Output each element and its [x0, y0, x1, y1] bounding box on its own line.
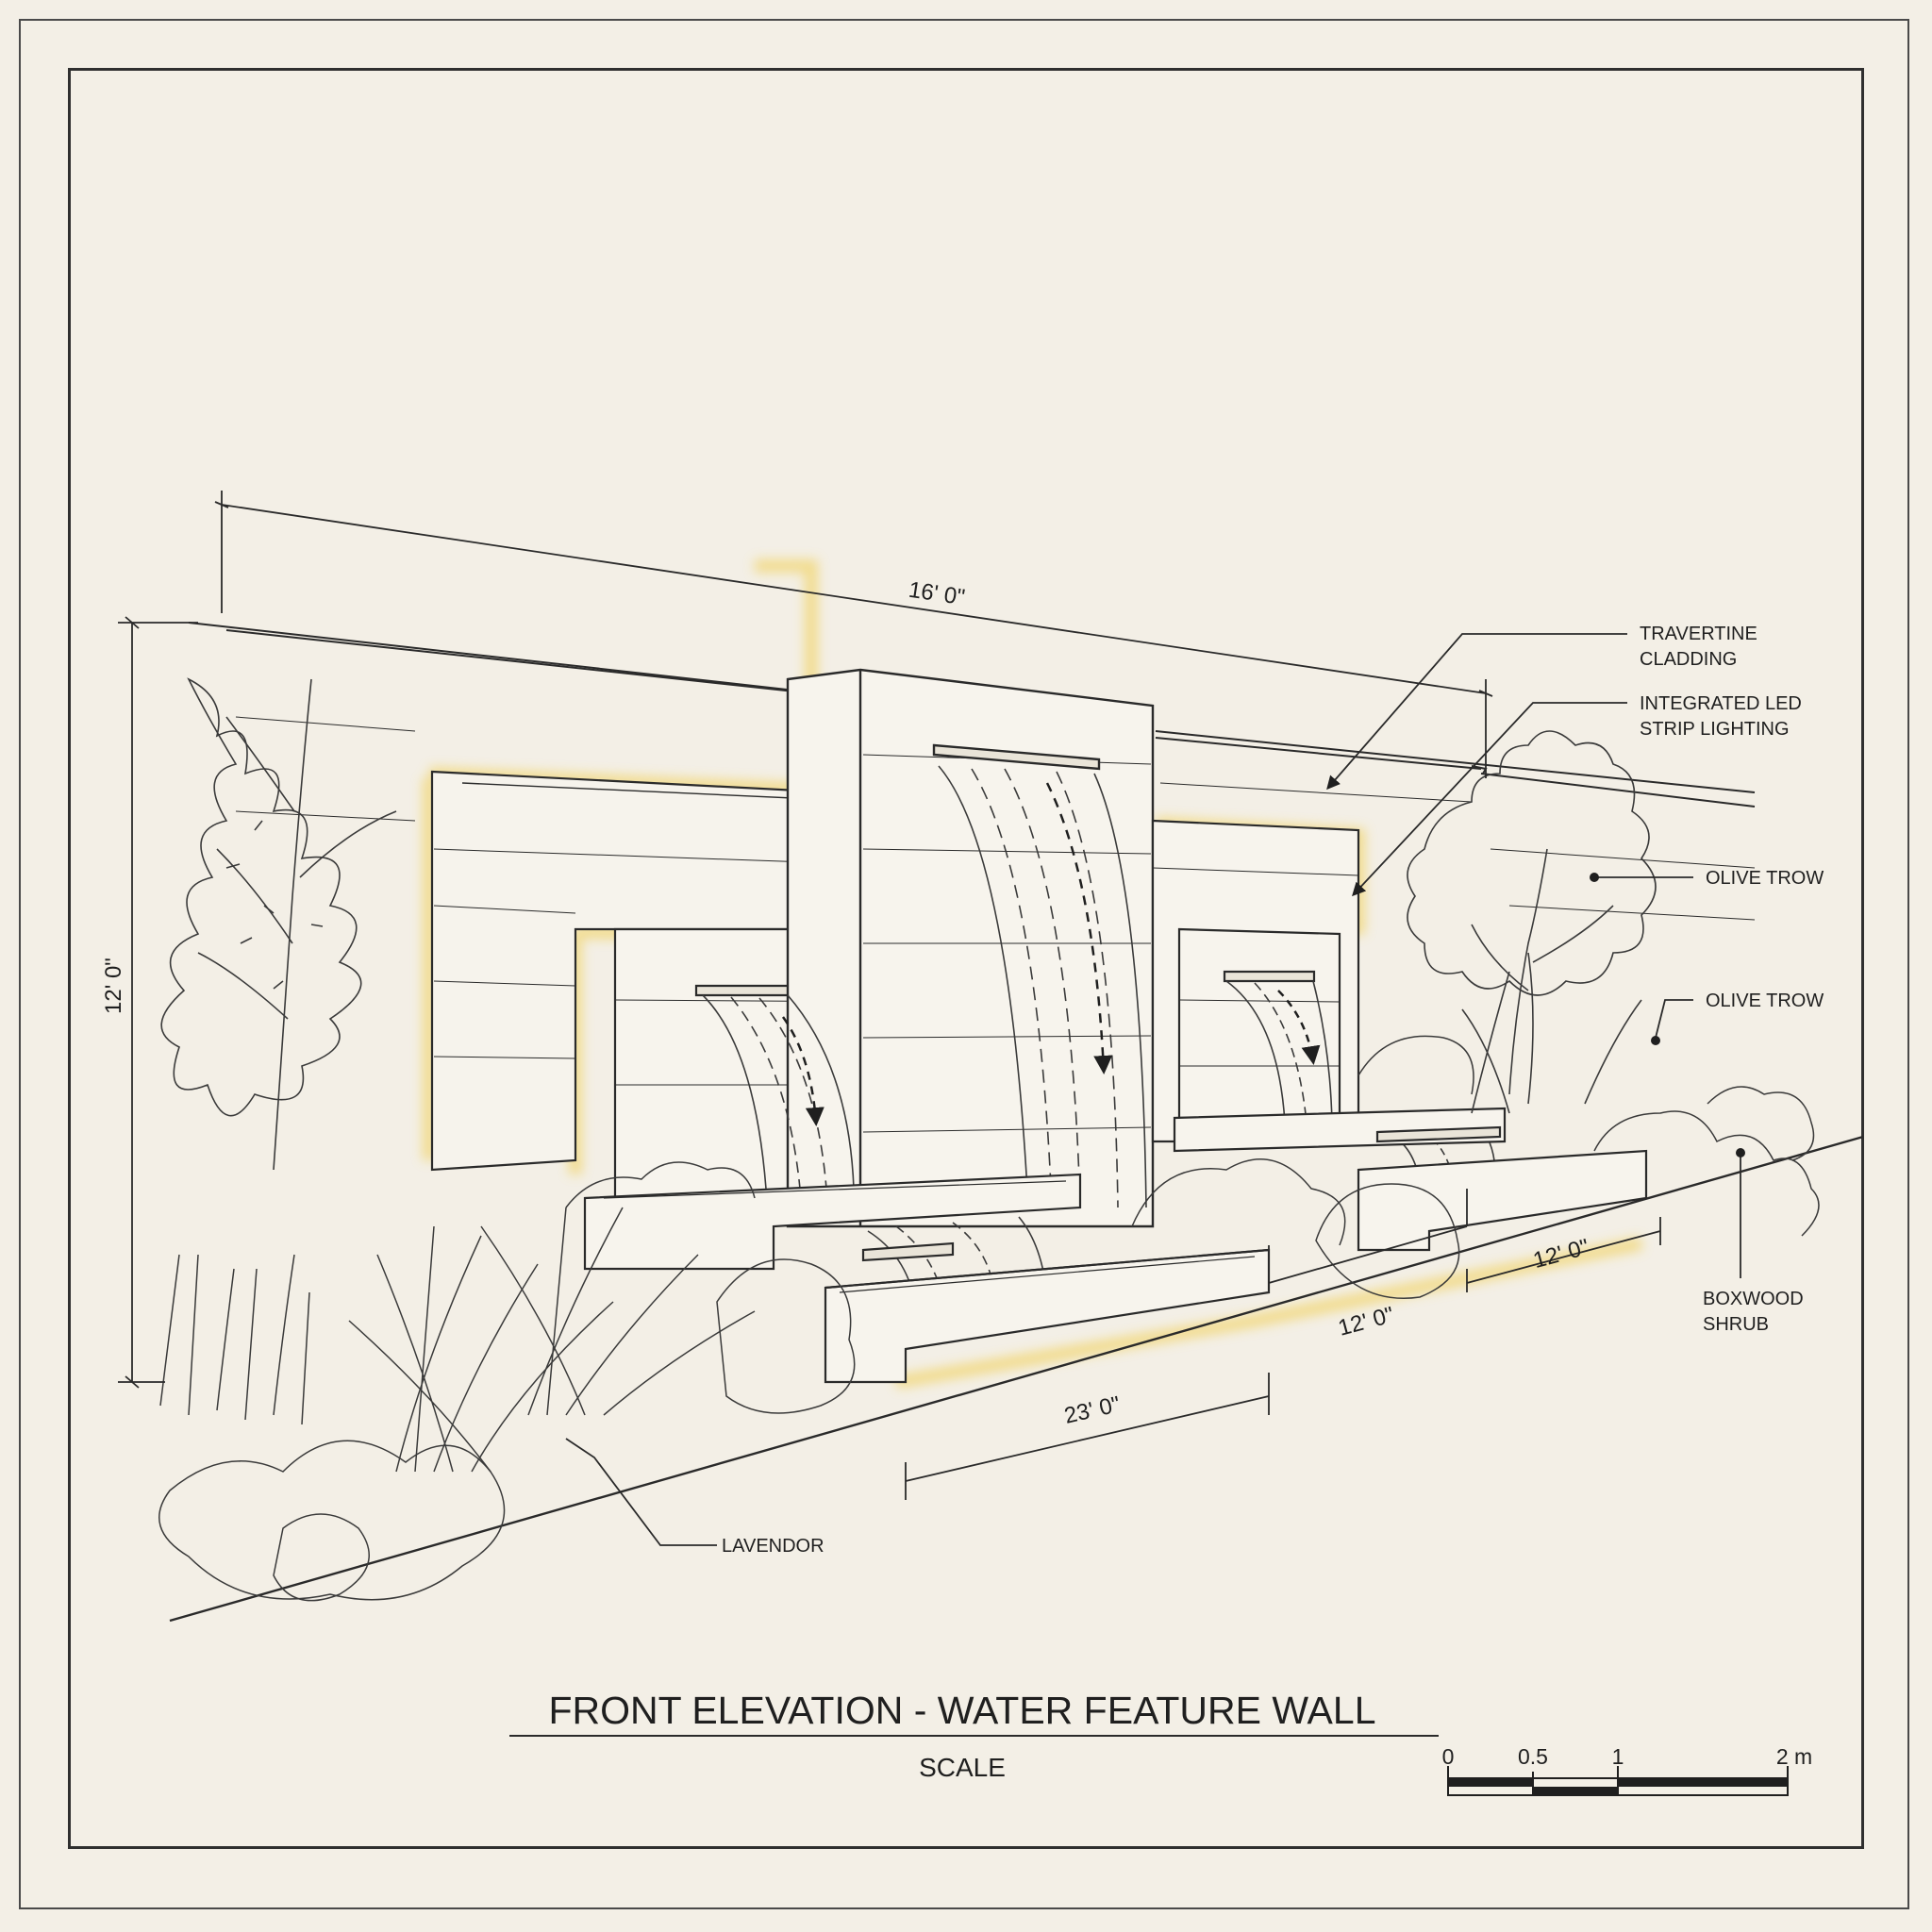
scale-tick-05: 0.5 — [1518, 1744, 1548, 1769]
center-pier — [786, 668, 1155, 1228]
callout-leaders — [565, 633, 1741, 1546]
inner-border — [68, 68, 1864, 1849]
ground-line — [169, 1135, 1864, 1623]
dim-height: 12' 0" — [101, 958, 126, 1014]
scale-tick-2: 2 m — [1776, 1744, 1812, 1769]
drawing-title: FRONT ELEVATION - WATER FEATURE WALL — [548, 1689, 1375, 1732]
dim-overall-width: 16' 0" — [907, 577, 966, 611]
scale-label: SCALE — [919, 1753, 1006, 1782]
label-travertine-1: TRAVERTINE — [1640, 624, 1757, 644]
label-led-2: STRIP LIGHTING — [1640, 719, 1790, 740]
label-olive-1: OLIVE TROW — [1706, 868, 1824, 889]
scale-bar — [1447, 1766, 1789, 1796]
right-panels — [1151, 819, 1360, 1143]
scale-tick-1: 1 — [1612, 1744, 1624, 1769]
label-boxwood-1: BOXWOOD — [1703, 1289, 1804, 1309]
flow-arrows — [781, 782, 1321, 1126]
dim-basin-right: 12' 0" — [1530, 1234, 1591, 1274]
lavender-plants — [158, 1207, 756, 1602]
callout-dots — [1590, 873, 1745, 1158]
label-boxwood-2: SHRUB — [1703, 1314, 1769, 1335]
label-olive-2: OLIVE TROW — [1706, 991, 1824, 1011]
label-lavender: LAVENDOR — [722, 1536, 824, 1557]
label-led-1: INTEGRATED LED — [1640, 693, 1802, 714]
basins — [583, 1107, 1648, 1384]
dimension-lines — [118, 491, 1661, 1500]
left-olive-tree — [160, 677, 397, 1171]
right-olive-tree — [1407, 730, 1657, 1114]
boxwood-shrubs — [565, 1035, 1820, 1414]
dim-basin-large: 23' 0" — [1062, 1391, 1123, 1429]
outer-border — [19, 19, 1909, 1909]
label-travertine-2: CLADDING — [1640, 649, 1737, 670]
waterfalls — [702, 765, 1496, 1303]
scale-tick-0: 0 — [1442, 1744, 1455, 1769]
